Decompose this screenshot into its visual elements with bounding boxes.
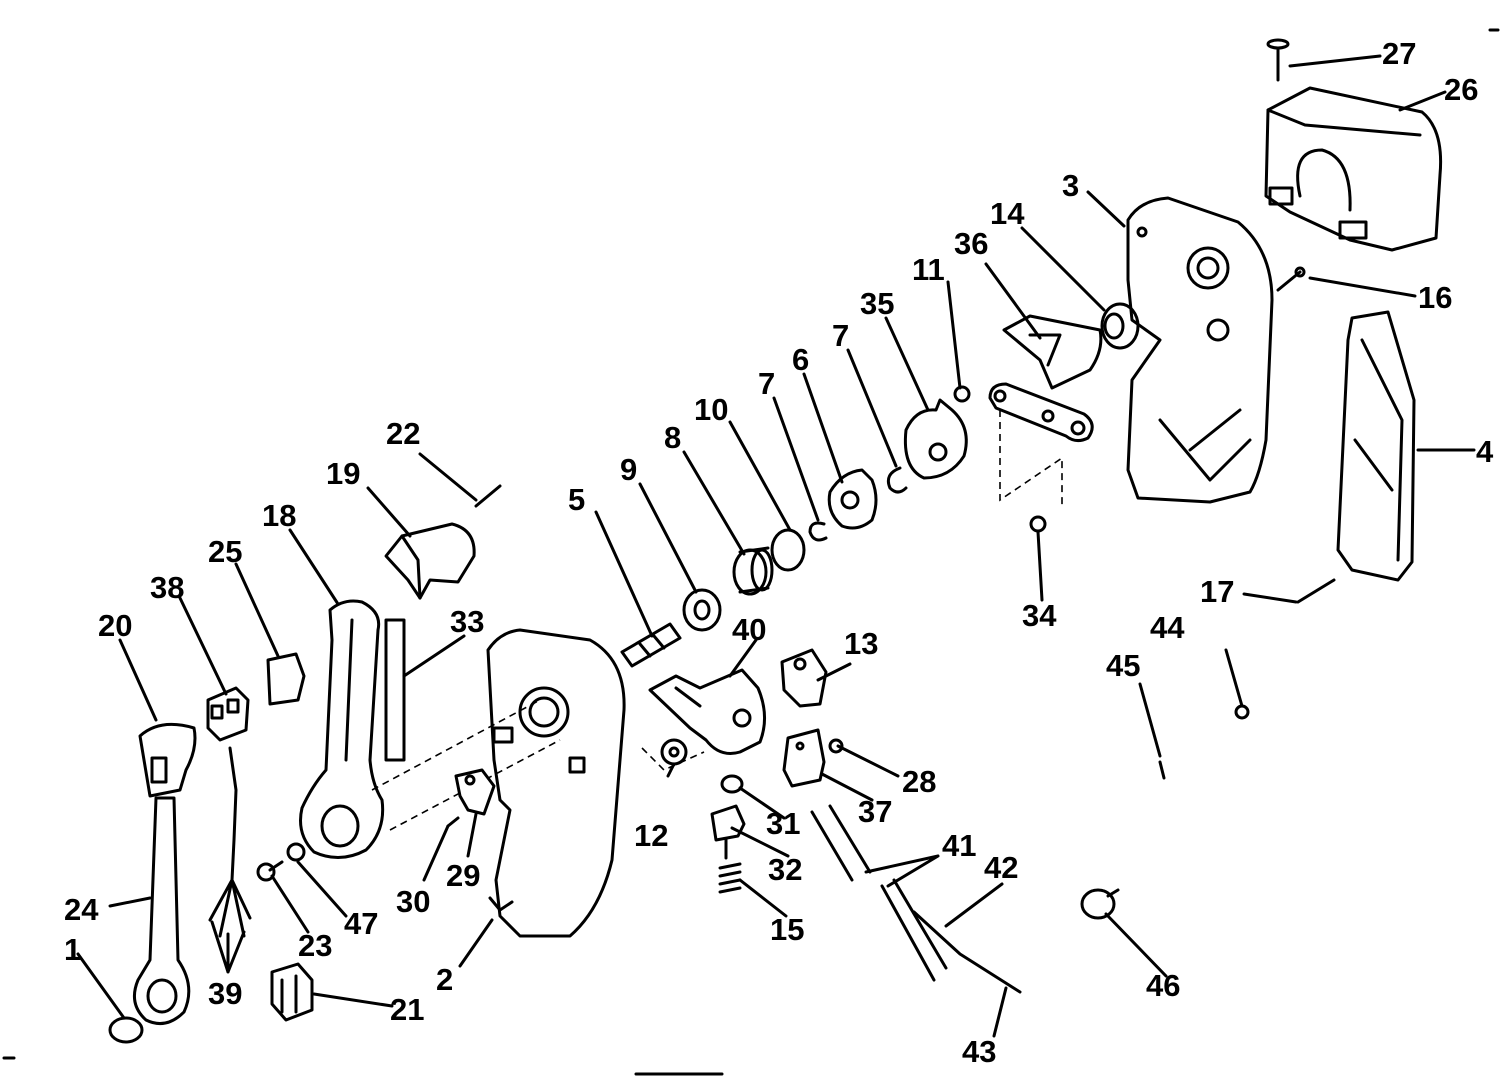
callout-25: 25 bbox=[208, 534, 242, 569]
part-10-washer bbox=[770, 528, 806, 572]
part-42-cable bbox=[912, 910, 1022, 994]
part-33-strip bbox=[384, 618, 406, 762]
part-41-wires bbox=[810, 804, 948, 982]
part-6-detent-plate bbox=[827, 468, 878, 530]
part-22-screw bbox=[474, 484, 502, 508]
part-11-nut bbox=[953, 385, 971, 403]
callout-45: 45 bbox=[1106, 648, 1140, 683]
part-12-washer bbox=[660, 738, 688, 766]
part-14-bushing bbox=[1100, 302, 1140, 350]
callout-39: 39 bbox=[208, 976, 242, 1011]
callout-27: 27 bbox=[1382, 36, 1416, 71]
callout-33: 33 bbox=[450, 604, 484, 639]
alignment-dash-40 bbox=[641, 747, 705, 771]
part-20-knob bbox=[138, 722, 197, 798]
part-47-washer bbox=[286, 842, 306, 862]
callout-8: 8 bbox=[664, 420, 681, 455]
part-17-screw bbox=[1296, 578, 1336, 604]
part-16-screw bbox=[1276, 266, 1306, 292]
callout-24: 24 bbox=[64, 892, 99, 927]
part-4-cover-plate bbox=[1336, 310, 1416, 582]
callout-32: 32 bbox=[768, 852, 802, 887]
callout-34: 34 bbox=[1022, 598, 1057, 633]
part-36-lever-arm bbox=[1002, 314, 1103, 390]
part-35-cam bbox=[903, 398, 968, 480]
part-5-shaft bbox=[620, 622, 682, 668]
callout-44: 44 bbox=[1150, 610, 1185, 645]
part-21-connector bbox=[270, 962, 314, 1022]
part-25-clip bbox=[266, 652, 306, 706]
part-8-bushing bbox=[732, 546, 774, 596]
part-46-knob bbox=[1080, 888, 1120, 920]
part-2-housing bbox=[486, 628, 626, 938]
callout-42: 42 bbox=[984, 850, 1018, 885]
callout-12: 12 bbox=[634, 818, 668, 853]
part-30-pin bbox=[446, 816, 460, 828]
callout-1: 1 bbox=[64, 932, 81, 967]
callout-26: 26 bbox=[1444, 72, 1478, 107]
callout-7a: 7 bbox=[832, 318, 849, 353]
callout-4: 4 bbox=[1476, 434, 1494, 469]
callout-35: 35 bbox=[860, 286, 894, 321]
part-1-cap bbox=[108, 1016, 144, 1044]
callout-46: 46 bbox=[1146, 968, 1180, 1003]
callout-29: 29 bbox=[446, 858, 480, 893]
callout-7b: 7 bbox=[758, 366, 775, 401]
part-38-switch bbox=[206, 686, 250, 742]
part-15-spring bbox=[718, 862, 742, 894]
part-19-bracket bbox=[384, 522, 476, 600]
callout-11: 11 bbox=[912, 252, 945, 287]
part-34-nut bbox=[1029, 515, 1047, 533]
part-39-wires bbox=[208, 746, 252, 938]
callout-2: 2 bbox=[436, 962, 453, 997]
callout-38: 38 bbox=[150, 570, 184, 605]
part-3-housing bbox=[1126, 196, 1274, 504]
callout-22: 22 bbox=[386, 416, 420, 451]
part-link-bar bbox=[988, 382, 1094, 443]
callout-17: 17 bbox=[1200, 574, 1234, 609]
part-27-screw bbox=[1266, 38, 1290, 82]
part-45-clip bbox=[1158, 760, 1166, 780]
callout-37: 37 bbox=[858, 794, 892, 829]
callout-30: 30 bbox=[396, 884, 430, 919]
callout-36: 36 bbox=[954, 226, 988, 261]
callout-18: 18 bbox=[262, 498, 296, 533]
callout-19: 19 bbox=[326, 456, 360, 491]
callout-3: 3 bbox=[1062, 168, 1079, 203]
part-18-handle-lever bbox=[299, 599, 385, 859]
callout-40: 40 bbox=[732, 612, 766, 647]
callout-9: 9 bbox=[620, 452, 637, 487]
leader-lines bbox=[76, 54, 1476, 1038]
part-31-pin bbox=[720, 774, 744, 794]
part-7-snap-ring bbox=[886, 466, 908, 494]
callout-43: 43 bbox=[962, 1034, 996, 1069]
part-9-spacer bbox=[682, 588, 722, 632]
callout-5: 5 bbox=[568, 482, 585, 517]
part-23-bolt bbox=[256, 860, 284, 882]
callout-21: 21 bbox=[390, 992, 424, 1027]
callout-labels: 27 26 3 14 36 11 35 7 6 7 10 8 9 5 16 4 … bbox=[64, 36, 1494, 1069]
part-37-micro-switch bbox=[782, 728, 826, 788]
callout-6: 6 bbox=[792, 342, 809, 377]
part-7-snap-ring-lower bbox=[808, 521, 828, 542]
callout-15: 15 bbox=[770, 912, 804, 947]
part-40-lever bbox=[648, 668, 766, 755]
callout-20: 20 bbox=[98, 608, 132, 643]
part-26-cover bbox=[1264, 86, 1443, 252]
part-29-pawl bbox=[454, 768, 496, 816]
callout-28: 28 bbox=[902, 764, 936, 799]
callout-41: 41 bbox=[942, 828, 976, 863]
callout-47: 47 bbox=[344, 906, 378, 941]
callout-16: 16 bbox=[1418, 280, 1452, 315]
part-44-nut bbox=[1234, 704, 1250, 720]
callout-13: 13 bbox=[844, 626, 878, 661]
part-24-lever bbox=[132, 796, 191, 1026]
callout-10: 10 bbox=[694, 392, 728, 427]
part-13-bracket bbox=[780, 648, 828, 708]
callout-31: 31 bbox=[766, 806, 800, 841]
callout-14: 14 bbox=[990, 196, 1025, 231]
callout-23: 23 bbox=[298, 928, 332, 963]
part-28-screw bbox=[828, 738, 844, 754]
